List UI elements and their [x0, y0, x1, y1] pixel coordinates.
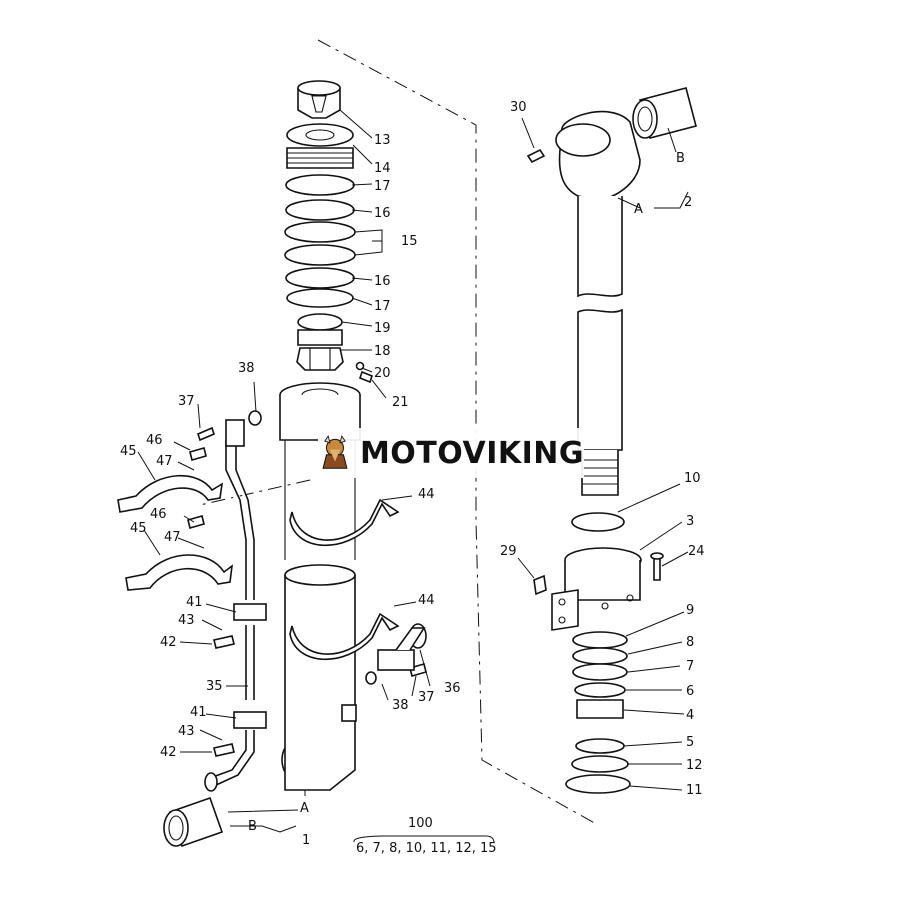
callout: 18 [374, 344, 391, 359]
callout: A [634, 202, 643, 217]
callout: 38 [238, 361, 255, 376]
assembly-axis-line [317, 39, 599, 826]
clamp-band-upper [289, 498, 400, 547]
clamp-band-lower [289, 612, 400, 661]
callout: 3 [686, 514, 694, 529]
callout: 4 [686, 708, 694, 723]
callout: 46 [150, 507, 167, 522]
bolts [187, 426, 427, 757]
callout-labels: 13 14 17 16 15 16 17 19 18 20 21 38 37 4… [120, 100, 705, 856]
callout: 5 [686, 735, 694, 750]
pipe-clip-lower [233, 711, 267, 729]
watermark-banner: MOTOVIKING [318, 428, 584, 478]
rod-seal-stack [565, 631, 631, 794]
callout: 17 [374, 179, 391, 194]
piston-part [286, 123, 354, 169]
callout: 19 [374, 321, 391, 336]
pipe-clip-upper [233, 603, 267, 621]
callout: B [248, 819, 257, 834]
bushing-right [632, 87, 697, 139]
callout: 30 [510, 100, 527, 115]
callout: 45 [120, 444, 137, 459]
callout: 2 [684, 195, 692, 210]
callout: 9 [686, 603, 694, 618]
viking-mascot-icon [322, 434, 348, 469]
callout: 6 [686, 684, 694, 699]
leader-lines [137, 109, 689, 843]
callout: 21 [392, 395, 409, 410]
callout: 45 [130, 521, 147, 536]
callout: 15 [401, 234, 418, 249]
callout: 43 [178, 613, 195, 628]
callout: 38 [392, 698, 409, 713]
assembly-axis-line [199, 479, 311, 506]
callout: 47 [156, 454, 173, 469]
callout: A [300, 801, 309, 816]
callout: 41 [186, 595, 203, 610]
callout: 7 [686, 659, 694, 674]
nut-part [297, 80, 341, 119]
callout: 46 [146, 433, 163, 448]
seal-ring-stack [284, 174, 356, 308]
callout: 14 [374, 161, 391, 176]
saddle-clamp-lower [125, 554, 234, 591]
callout: 43 [178, 724, 195, 739]
callout: 17 [374, 299, 391, 314]
callout: 8 [686, 635, 694, 650]
collar-part [297, 313, 343, 346]
callout: 16 [374, 206, 391, 221]
callout: 47 [164, 530, 181, 545]
piston-rod [577, 196, 623, 496]
callout: 37 [418, 690, 435, 705]
callout: 42 [160, 745, 177, 760]
watermark-text: MOTOVIKING [359, 435, 584, 471]
callout: 24 [688, 544, 705, 559]
kit-contents: 6, 7, 8, 10, 11, 12, 15 [356, 841, 497, 856]
callout: B [676, 151, 685, 166]
callout: 44 [418, 593, 435, 608]
hydraulic-pipe [204, 410, 377, 792]
callout: 1 [302, 833, 310, 848]
callout: 44 [418, 487, 435, 502]
gland-head [533, 512, 664, 631]
callout: 13 [374, 133, 391, 148]
callout: 12 [686, 758, 703, 773]
callout: 29 [500, 544, 517, 559]
callout: 20 [374, 366, 391, 381]
ball-part [355, 361, 365, 371]
callout: 36 [444, 681, 461, 696]
hex-nut-part [296, 347, 344, 371]
callout: 11 [686, 783, 703, 798]
callout: 37 [178, 394, 195, 409]
rod-eye [555, 110, 641, 201]
callout: 10 [684, 471, 701, 486]
cylinder-tube-lower [281, 564, 357, 791]
callout: 35 [206, 679, 223, 694]
saddle-clamp-upper [117, 474, 224, 513]
callout: 16 [374, 274, 391, 289]
flange-fitting [377, 623, 427, 671]
callout: 41 [190, 705, 207, 720]
bushing-left [163, 796, 224, 848]
callout: 42 [160, 635, 177, 650]
grease-fitting [526, 148, 546, 164]
kit-number: 100 [408, 816, 433, 831]
set-screw-part [359, 370, 373, 384]
